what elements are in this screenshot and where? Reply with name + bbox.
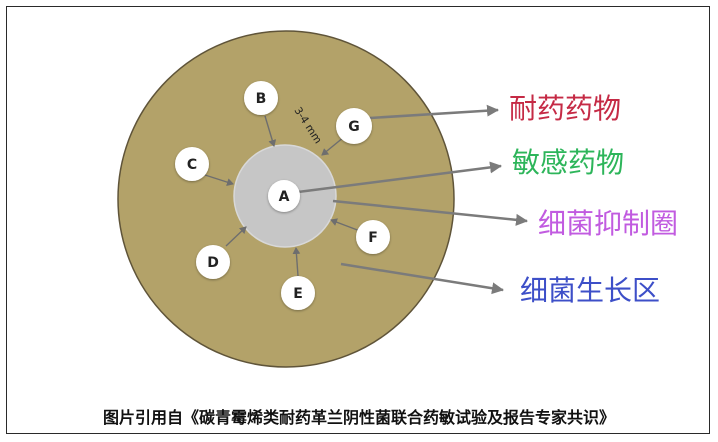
disk-g: G <box>336 108 372 144</box>
disk-a-label: A <box>279 189 290 205</box>
disk-e-label: E <box>293 286 303 302</box>
arrow-e <box>292 247 301 277</box>
label-inhibition-zone: 细菌抑制圈 <box>538 207 678 240</box>
label-growth-zone: 细菌生长区 <box>520 274 660 307</box>
arrow-d <box>225 226 247 247</box>
source-caption: 图片引用自《碳青霉烯类耐药革兰阴性菌联合药敏试验及报告专家共识》 <box>102 408 615 427</box>
disk-d: D <box>196 245 230 279</box>
callout-arrow-inhibition <box>332 199 528 226</box>
disk-b-label: B <box>256 91 267 107</box>
label-sensitive-drug: 敏感药物 <box>512 146 624 179</box>
label-resistant-drug: 耐药药物 <box>509 92 621 125</box>
callout-arrow-resistant <box>369 104 499 120</box>
arrow-c <box>204 174 234 186</box>
disk-d-label: D <box>207 255 219 271</box>
arrow-b <box>264 115 277 147</box>
arrow-f <box>330 218 361 232</box>
disk-c: C <box>175 147 209 181</box>
disk-b: B <box>244 81 278 115</box>
arrow-g <box>321 136 345 156</box>
disk-c-label: C <box>187 157 197 173</box>
disk-g-label: G <box>348 119 360 135</box>
disk-f: F <box>356 220 390 254</box>
disk-e: E <box>281 276 315 310</box>
disk-f-label: F <box>368 230 378 246</box>
callout-arrow-sensitive <box>297 161 502 194</box>
disk-a: A <box>268 180 300 212</box>
callout-arrow-growth <box>340 262 504 295</box>
